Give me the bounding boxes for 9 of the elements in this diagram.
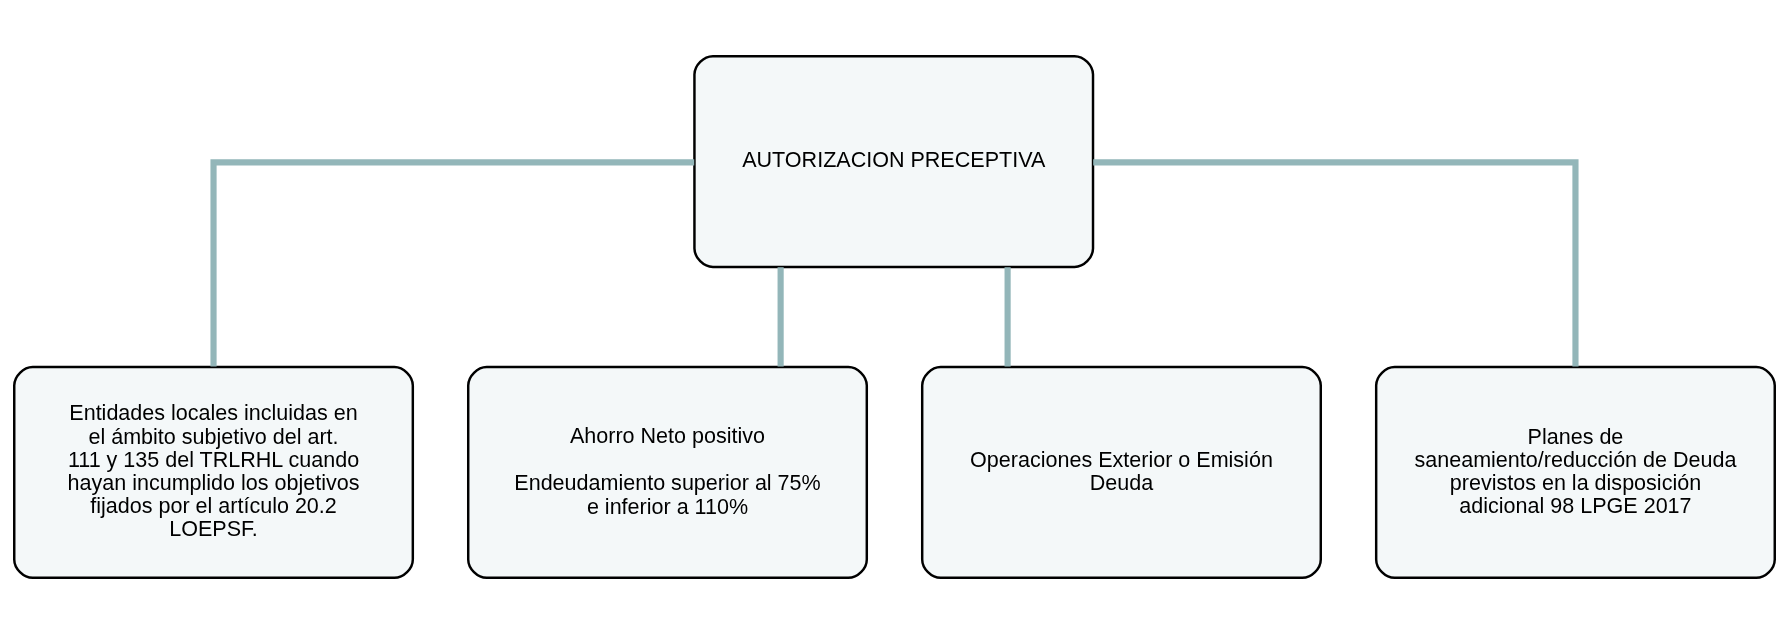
node-box: Planes de saneamiento/reducción de Deuda previstos en la disposición adicional 98 LPGE 2017 (1374, 365, 1776, 579)
connector (1093, 158, 1579, 367)
node-box: Ahorro Neto positivo Endeudamiento superior al 75% e inferior a 110% (467, 365, 869, 579)
node-box: Operaciones Exterior o Emisión Deuda (920, 365, 1322, 579)
node-box: Entidades locales incluidas en el ámbito subjetivo del art. 111 y 135 del TRLRHL cuando hayan incumplido los objetivos fijados por el artículo 20.2 LOEPSF. (13, 365, 415, 579)
connector (210, 158, 695, 367)
connector (777, 266, 784, 366)
connector (1004, 266, 1011, 366)
node-box: AUTORIZACION PRECEPTIVA (693, 54, 1095, 268)
